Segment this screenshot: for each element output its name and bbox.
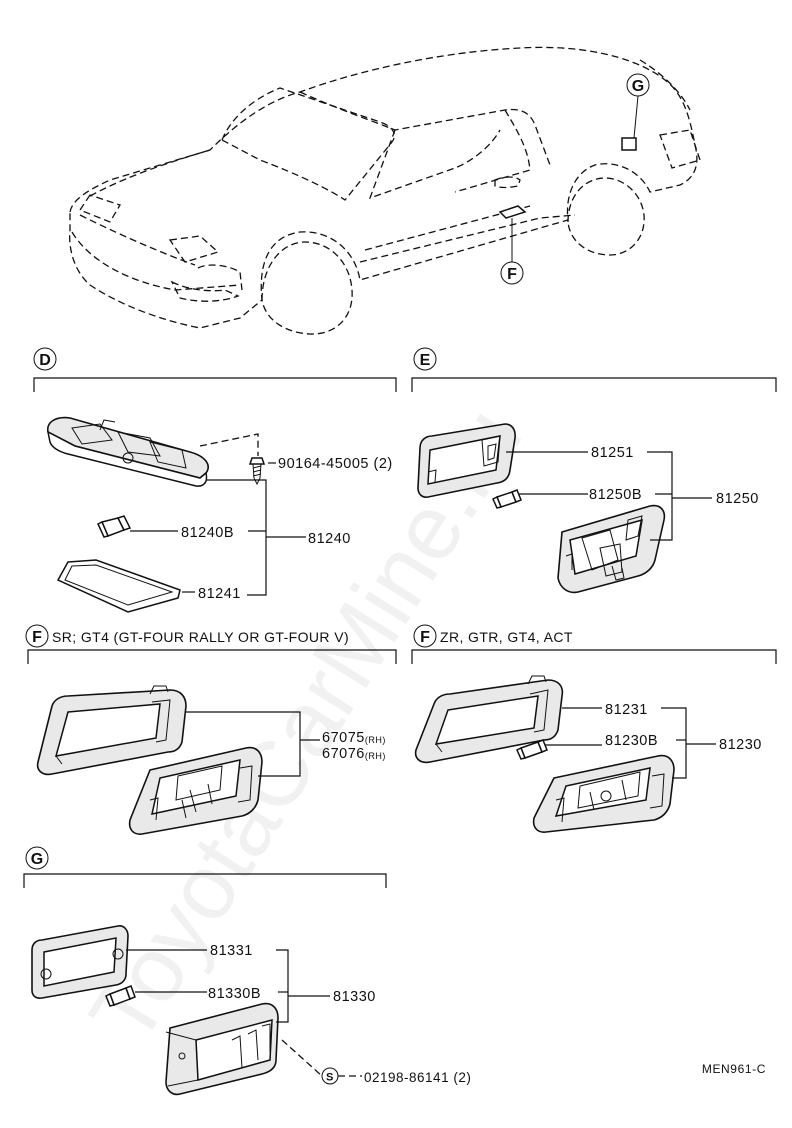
section-e: E 8 (411, 347, 777, 594)
part-label-81240: 81240 (308, 531, 351, 547)
bulb-icon (105, 985, 136, 1007)
part-label-81231: 81231 (605, 702, 648, 718)
bulb-icon (492, 489, 522, 509)
interior-lamp-lens (414, 675, 564, 764)
part-label-90164-45005: 90164-45005 (2) (278, 456, 393, 472)
bulb-icon (516, 739, 548, 760)
svg-text:F: F (420, 629, 430, 646)
svg-text:E: E (420, 352, 431, 369)
part-label-81240b: 81240B (181, 525, 234, 541)
section-bracket-e (411, 377, 777, 392)
interior-lamp-housing (128, 746, 263, 835)
section-g: G (23, 846, 471, 1096)
part-label-81250b: 81250B (589, 487, 642, 503)
car-marker-f: F (500, 261, 524, 285)
section-bracket-f1 (27, 649, 397, 664)
part-label-81230b: 81230B (605, 733, 658, 749)
part-label-81331: 81331 (210, 943, 253, 959)
part-label-81250: 81250 (716, 491, 759, 507)
dome-lamp-housing (46, 416, 209, 487)
section-marker-f1: F (25, 624, 49, 648)
interior-lamp-lens (36, 685, 187, 776)
luggage-lamp-housing (165, 1002, 279, 1096)
svg-text:G: G (632, 78, 644, 95)
section-marker-e: E (413, 347, 437, 371)
part-label-67075: 67075(RH) (322, 730, 386, 746)
svg-text:F: F (32, 629, 42, 646)
section-d: D (33, 347, 397, 613)
car-rear-lamp-location (621, 137, 637, 151)
leader-screw-dashed (199, 433, 259, 456)
svg-text:S: S (326, 1072, 334, 1084)
section-marker-f2: F (413, 624, 437, 648)
screw-marker-s: S (321, 1067, 339, 1085)
car-marker-g: G (626, 73, 650, 97)
section-f2: F ZR, GTR, GT4, ACT (411, 624, 777, 833)
section-header-f1: SR; GT4 (GT-FOUR RALLY OR GT-FOUR V) (52, 629, 349, 645)
drawing-code: MEN961-C (702, 1062, 766, 1076)
section-header-f2: ZR, GTR, GT4, ACT (440, 629, 573, 645)
section-bracket-f2 (411, 649, 777, 664)
dome-lamp-lens (56, 559, 181, 613)
section-bracket-d (33, 377, 397, 392)
section-marker-d: D (33, 347, 57, 371)
part-label-81330: 81330 (333, 989, 376, 1005)
part-label-81330b: 81330B (208, 986, 261, 1002)
svg-text:F: F (507, 266, 517, 283)
section-f1: F SR; GT4 (GT-FOUR RALLY OR GT-FOUR V) 6… (25, 624, 397, 835)
courtesy-lamp-lens (417, 423, 516, 498)
part-label-81241: 81241 (198, 586, 241, 602)
svg-text:G: G (31, 851, 43, 868)
section-marker-g: G (25, 846, 49, 870)
section-bracket-g (23, 873, 387, 888)
car-outline (69, 46, 701, 335)
part-label-81251: 81251 (591, 445, 634, 461)
part-label-02198-86141: 02198-86141 (2) (364, 1070, 471, 1085)
car-side-lamp-location (498, 205, 527, 219)
luggage-lamp-lens (31, 925, 129, 999)
leader-screw-g-dashed (281, 1039, 323, 1077)
svg-text:D: D (39, 352, 51, 369)
part-label-81230: 81230 (719, 737, 762, 753)
part-label-67076: 67076(RH) (322, 746, 386, 762)
bulb-icon (97, 515, 132, 538)
interior-lamp-housing (532, 754, 675, 833)
courtesy-lamp-housing (557, 504, 666, 594)
